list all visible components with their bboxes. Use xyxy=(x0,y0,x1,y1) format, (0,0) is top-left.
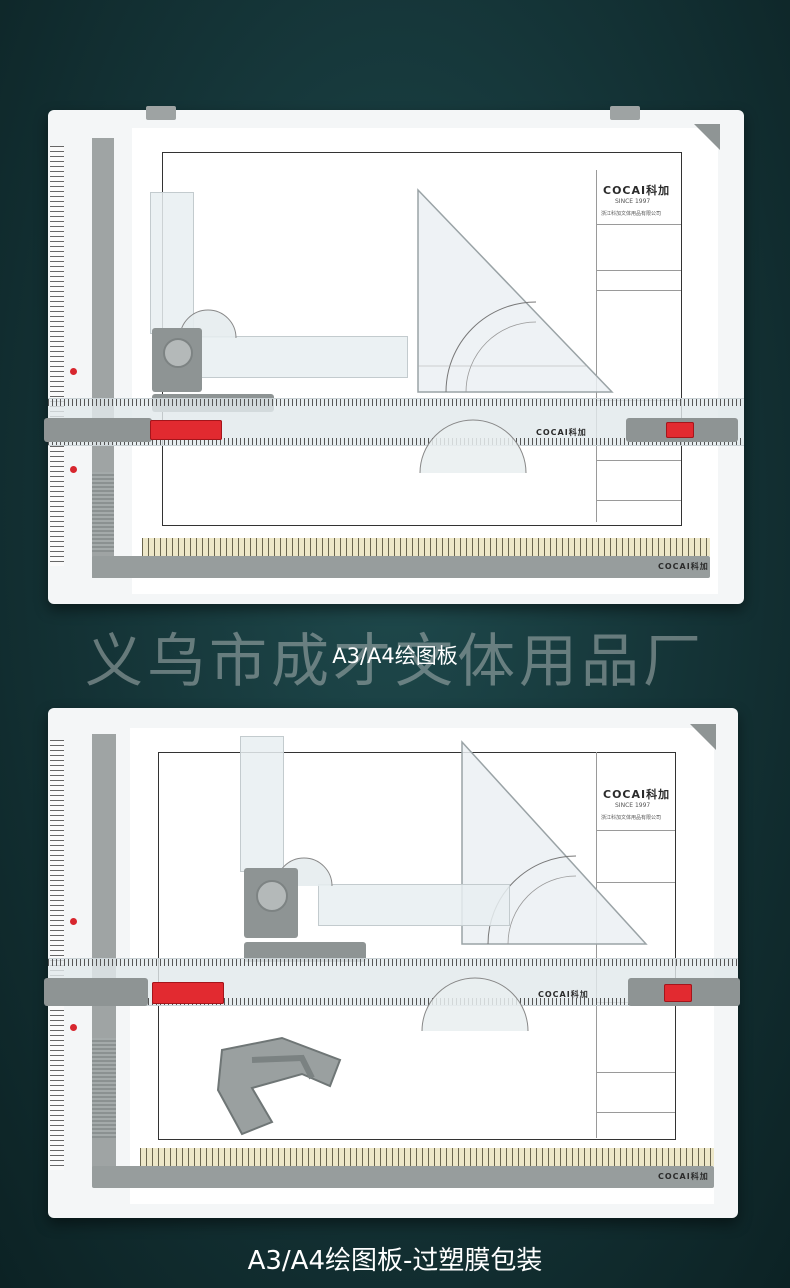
caption-top: A3/A4绘图板 xyxy=(332,644,458,668)
rail-marker-dot xyxy=(70,466,77,473)
left-guide-rail xyxy=(92,138,114,578)
brand-logo: COCAI科加 xyxy=(603,184,671,197)
paper-clip-right xyxy=(610,106,640,120)
paper-corner-holder xyxy=(694,124,720,150)
company-name: 浙江科加文体用品有限公司 xyxy=(601,815,662,821)
vertical-arm-ruler xyxy=(150,192,194,334)
bottom-guide-bar: COCAI科加 xyxy=(92,556,710,578)
set-square-icon xyxy=(417,188,614,393)
caption-bottom: A3/A4绘图板-过塑膜包装 xyxy=(247,1246,543,1276)
drafting-head-base xyxy=(244,942,366,962)
horizontal-arm-ruler xyxy=(198,336,408,378)
watermark-text: 义乌市成才文体用品厂 xyxy=(84,627,705,695)
red-slider-icon[interactable] xyxy=(666,422,694,438)
drawing-board-top: COCAI科加 SINCE 1997 浙江科加文体用品有限公司 COCAI科加 xyxy=(44,106,744,604)
left-lower-rail xyxy=(92,1038,116,1138)
bottom-ruler xyxy=(142,538,710,556)
paper-corner-holder xyxy=(690,724,716,750)
brand-subtitle: SINCE 1997 xyxy=(615,198,651,205)
bottom-brand-logo: COCAI科加 xyxy=(658,1172,709,1181)
vertical-arm-ruler xyxy=(240,736,284,872)
straight-edge-left-clamp[interactable] xyxy=(44,978,148,1006)
horizontal-arm-ruler xyxy=(318,884,510,926)
left-edge-ruler xyxy=(50,740,64,1170)
rail-marker-dot xyxy=(70,368,77,375)
rail-marker-dot xyxy=(70,918,77,925)
rail-marker-dot xyxy=(70,1024,77,1031)
protractor-icon xyxy=(421,977,529,1031)
drafting-head-icon[interactable] xyxy=(152,328,202,392)
drawing-board-bottom: COCAI科加 SINCE 1997 浙江科加文体用品有限公司 COCAI科加 xyxy=(44,708,740,1218)
clip-icon xyxy=(216,1036,342,1136)
left-lower-rail xyxy=(92,472,114,552)
brand-logo: COCAI科加 xyxy=(603,788,671,801)
company-name: 浙江科加文体用品有限公司 xyxy=(601,211,662,217)
bar-brand-logo: COCAI科加 xyxy=(536,428,587,437)
red-slider-icon[interactable] xyxy=(152,982,224,1004)
left-edge-ruler xyxy=(50,146,64,566)
red-slider-icon[interactable] xyxy=(664,984,692,1002)
bottom-ruler xyxy=(140,1148,714,1166)
bottom-brand-logo: COCAI科加 xyxy=(658,562,709,571)
drawing-frame xyxy=(158,752,676,1140)
straight-edge-left-clamp[interactable] xyxy=(44,418,152,442)
red-slider-icon[interactable] xyxy=(150,420,222,440)
bar-brand-logo: COCAI科加 xyxy=(538,990,589,999)
brand-subtitle: SINCE 1997 xyxy=(615,802,651,809)
drafting-head-icon[interactable] xyxy=(244,868,298,938)
paper-clip-left xyxy=(146,106,176,120)
bottom-guide-bar: COCAI科加 xyxy=(92,1166,714,1188)
protractor-icon xyxy=(419,419,527,473)
